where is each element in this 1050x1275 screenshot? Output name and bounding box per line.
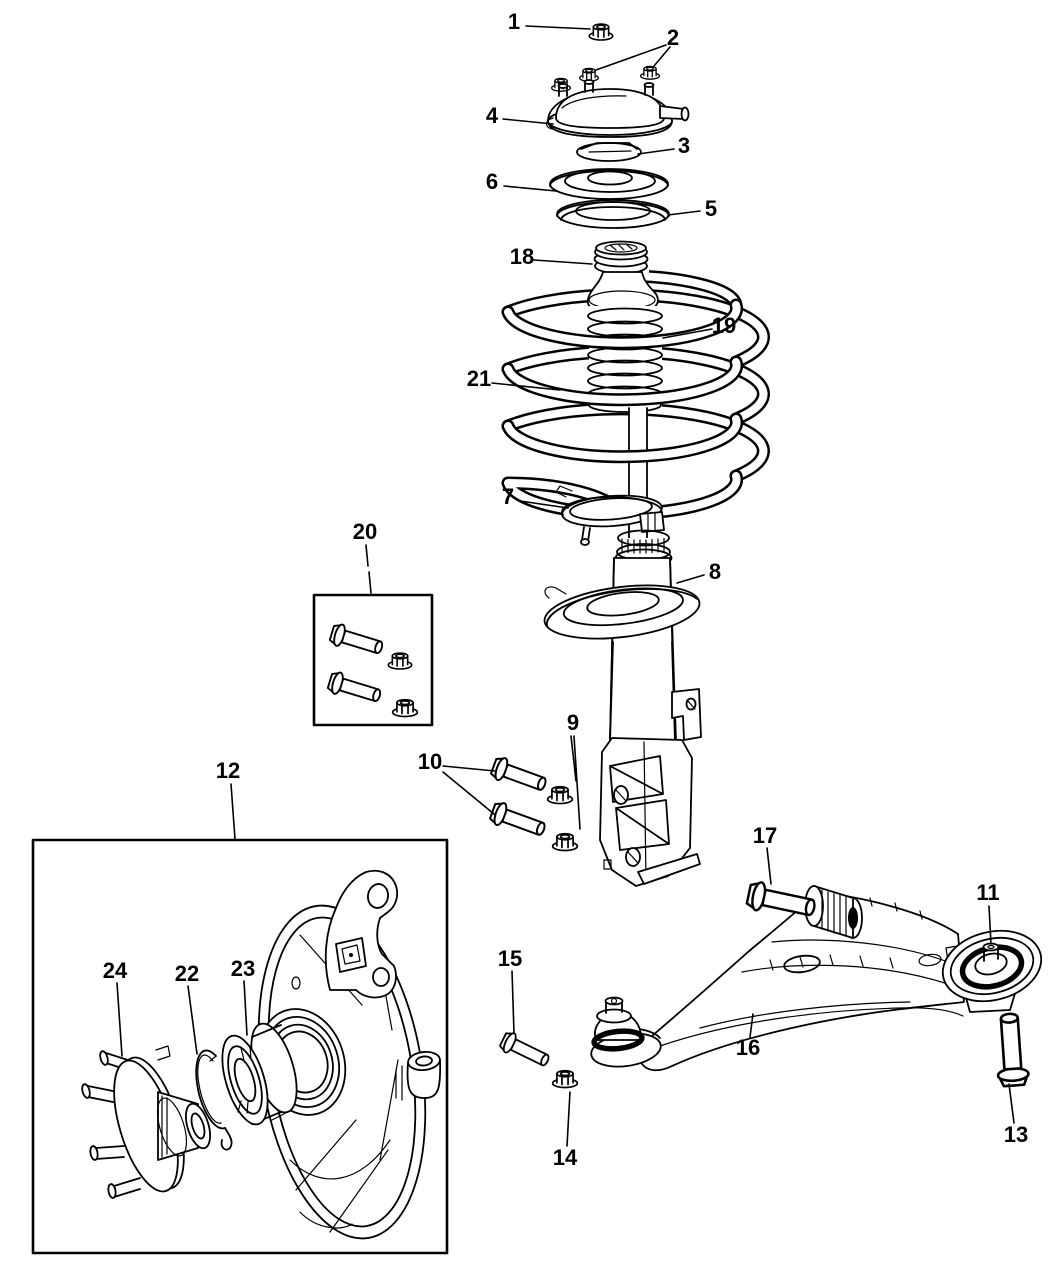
strut-assembly: [543, 529, 702, 887]
callout-label-15[interactable]: 15: [497, 946, 523, 971]
leader-3: [637, 148, 675, 155]
callout-label-16[interactable]: 16: [735, 1035, 761, 1060]
leader-18: [533, 259, 593, 265]
dust-boot: [586, 271, 663, 413]
knuckle-kit-box: [31, 838, 449, 1255]
callout-label-22[interactable]: 22: [174, 961, 200, 986]
callout-label-3[interactable]: 3: [677, 133, 691, 158]
callout-label-4[interactable]: 4: [485, 103, 499, 128]
callout-label-24[interactable]: 24: [102, 958, 128, 983]
strut-rod-nut: [588, 23, 614, 41]
leader-lines: [116, 25, 1015, 1147]
callout-label-13[interactable]: 13: [1003, 1122, 1029, 1147]
leader-14: [566, 1091, 571, 1147]
strut-bracket-nuts: [546, 785, 579, 852]
callout-label-21[interactable]: 21: [466, 366, 492, 391]
leader-6: [503, 185, 557, 192]
upper-spring-isolator: [556, 199, 670, 229]
callout-label-6[interactable]: 6: [485, 169, 499, 194]
leader-4: [502, 118, 554, 125]
snap-ring: [195, 1049, 233, 1151]
leader-12: [230, 783, 236, 840]
strut-bracket-bolts: [487, 754, 550, 842]
mount-bearing: [576, 142, 642, 162]
leader-9: [570, 735, 581, 830]
callout-label-18[interactable]: 18: [509, 244, 535, 269]
leader-24: [116, 982, 123, 1057]
leader-17: [766, 847, 772, 885]
leader-19: [662, 328, 713, 339]
callout-label-10[interactable]: 10: [417, 749, 443, 774]
leader-7: [519, 500, 569, 509]
leader-5: [667, 210, 701, 216]
callout-label-9[interactable]: 9: [566, 710, 580, 735]
leader-20: [365, 544, 372, 594]
ball-joint-bolt: [497, 1029, 554, 1072]
leader-8: [676, 574, 705, 584]
lower-spring-isolator: [555, 485, 665, 546]
coil-spring-front: [501, 298, 744, 526]
callout-label-19[interactable]: 19: [711, 313, 737, 338]
callout-label-7[interactable]: 7: [501, 484, 515, 509]
coil-spring-back: [501, 269, 770, 483]
callout-label-17[interactable]: 17: [752, 823, 778, 848]
jounce-bumper: [593, 240, 649, 276]
callout-label-12[interactable]: 12: [215, 758, 241, 783]
callout-label-20[interactable]: 20: [352, 519, 378, 544]
leader-13: [1008, 1083, 1015, 1124]
leader-11: [988, 905, 992, 945]
callout-label-1[interactable]: 1: [507, 9, 521, 34]
leader-22: [187, 985, 198, 1055]
rear-bushing-bolt: [992, 1011, 1031, 1088]
leader-2: [595, 44, 671, 71]
upper-spring-seat: [549, 168, 669, 200]
hardware-kit-box: [312, 593, 434, 727]
strut-mount: [545, 79, 690, 138]
rear-bushing: [941, 929, 1043, 1013]
hub-assembly: [81, 1045, 211, 1199]
leader-16: [749, 1013, 754, 1038]
callout-label-5[interactable]: 5: [704, 196, 718, 221]
leader-21: [491, 382, 561, 391]
steering-knuckle: [257, 869, 442, 1240]
ball-joint-nut: [551, 1069, 579, 1089]
control-arm-front-bushing-sleeve: [804, 885, 863, 939]
callout-label-14[interactable]: 14: [552, 1145, 578, 1170]
callout-label-2[interactable]: 2: [666, 25, 680, 50]
leader-1: [525, 25, 591, 30]
leader-15: [511, 970, 515, 1034]
callout-label-23[interactable]: 23: [230, 956, 256, 981]
callout-label-11[interactable]: 11: [976, 880, 1000, 905]
wheel-bearing: [221, 1022, 298, 1126]
leader-23: [243, 980, 248, 1036]
callout-label-8[interactable]: 8: [708, 559, 722, 584]
ball-joint: [590, 996, 662, 1068]
leader-10: [442, 765, 496, 815]
